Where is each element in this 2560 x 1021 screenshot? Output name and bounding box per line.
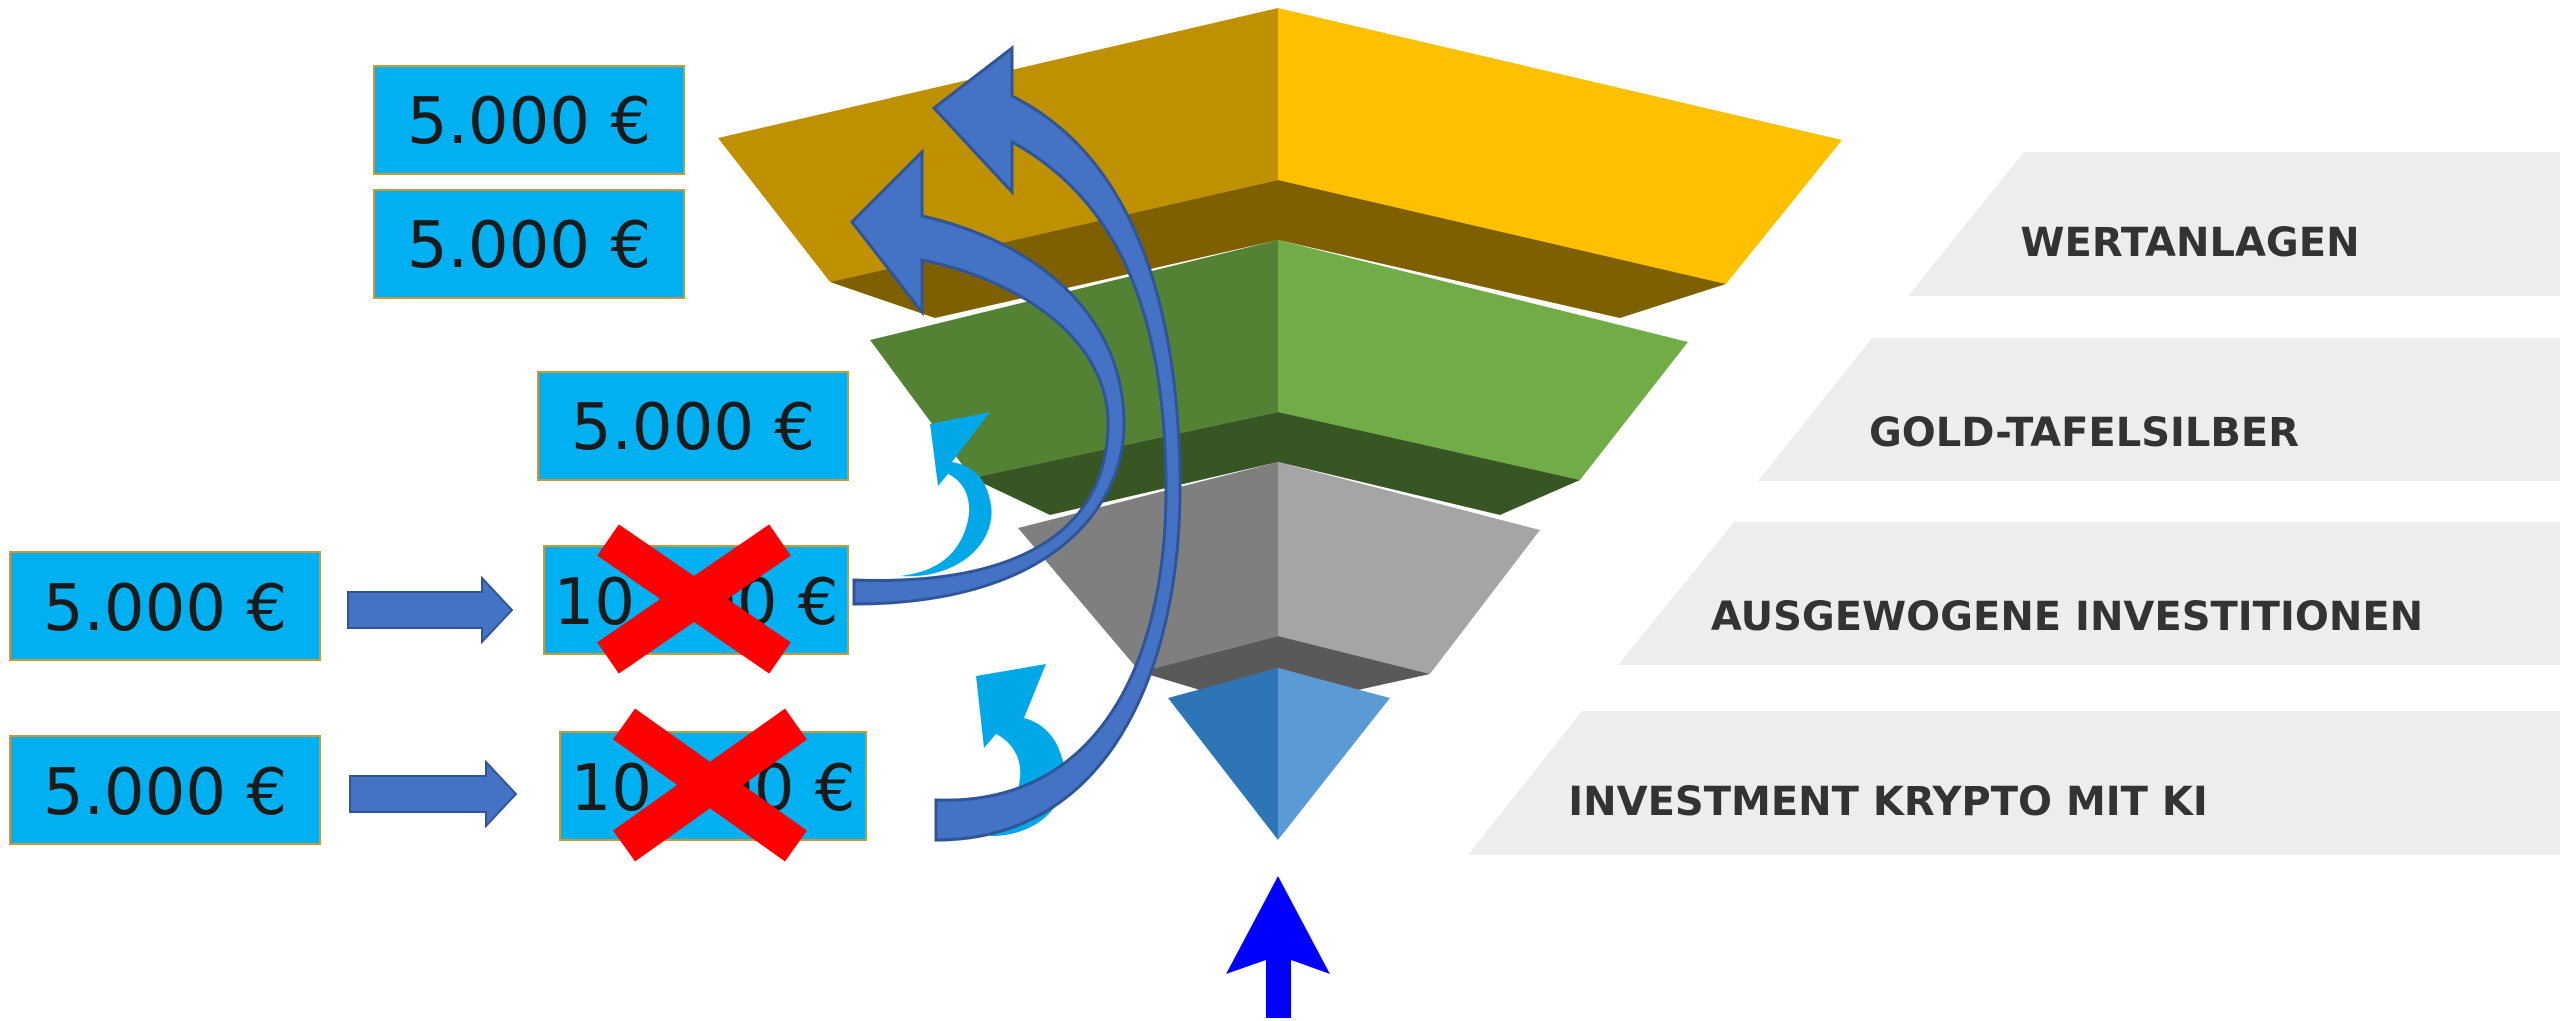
arrow-right-icon (347, 575, 514, 645)
label-band-investment-krypto: INVESTMENT KRYPTO MIT KI (1468, 711, 2560, 855)
label-band-wertanlagen: WERTANLAGEN (1908, 152, 2560, 296)
amount-box-top-2: 5.000 € (373, 189, 685, 299)
curved-arrow-dark-blue-icon (931, 44, 1182, 842)
amount-box-left-1: 5.000 € (9, 551, 321, 661)
label-band-gold-tafelsilber: GOLD-TAFELSILBER (1758, 338, 2560, 481)
amount-text: 5.000 € (407, 209, 651, 283)
label-band-ausgewogene-investitionen: AUSGEWOGENE INVESTITIONEN (1618, 522, 2560, 665)
cross-icon (613, 708, 807, 862)
amount-box-middle: 5.000 € (537, 371, 849, 481)
curved-arrow-dark-blue-icon (850, 148, 1126, 606)
cross-icon (597, 524, 791, 674)
label-gold-tafelsilber: GOLD-TAFELSILBER (1869, 410, 2299, 456)
amount-box-crossed-2: 10.000 € (559, 708, 867, 862)
amount-text: 5.000 € (407, 85, 651, 159)
label-ausgewogene-investitionen: AUSGEWOGENE INVESTITIONEN (1711, 594, 2423, 640)
amount-text: 5.000 € (43, 572, 287, 646)
amount-box-crossed-1: 10.000 € (543, 524, 849, 674)
label-wertanlagen: WERTANLAGEN (2020, 220, 2359, 266)
arrow-right-icon (349, 759, 518, 829)
amount-text: 5.000 € (571, 391, 815, 465)
arrow-up-icon (1226, 876, 1330, 1018)
curved-arrow-light-blue-icon (900, 412, 992, 577)
amount-box-left-2: 5.000 € (9, 735, 321, 845)
amount-box-top-1: 5.000 € (373, 65, 685, 175)
funnel-tier-investment-krypto (1168, 668, 1390, 840)
label-investment-krypto: INVESTMENT KRYPTO MIT KI (1568, 779, 2207, 825)
amount-text: 5.000 € (43, 756, 287, 830)
